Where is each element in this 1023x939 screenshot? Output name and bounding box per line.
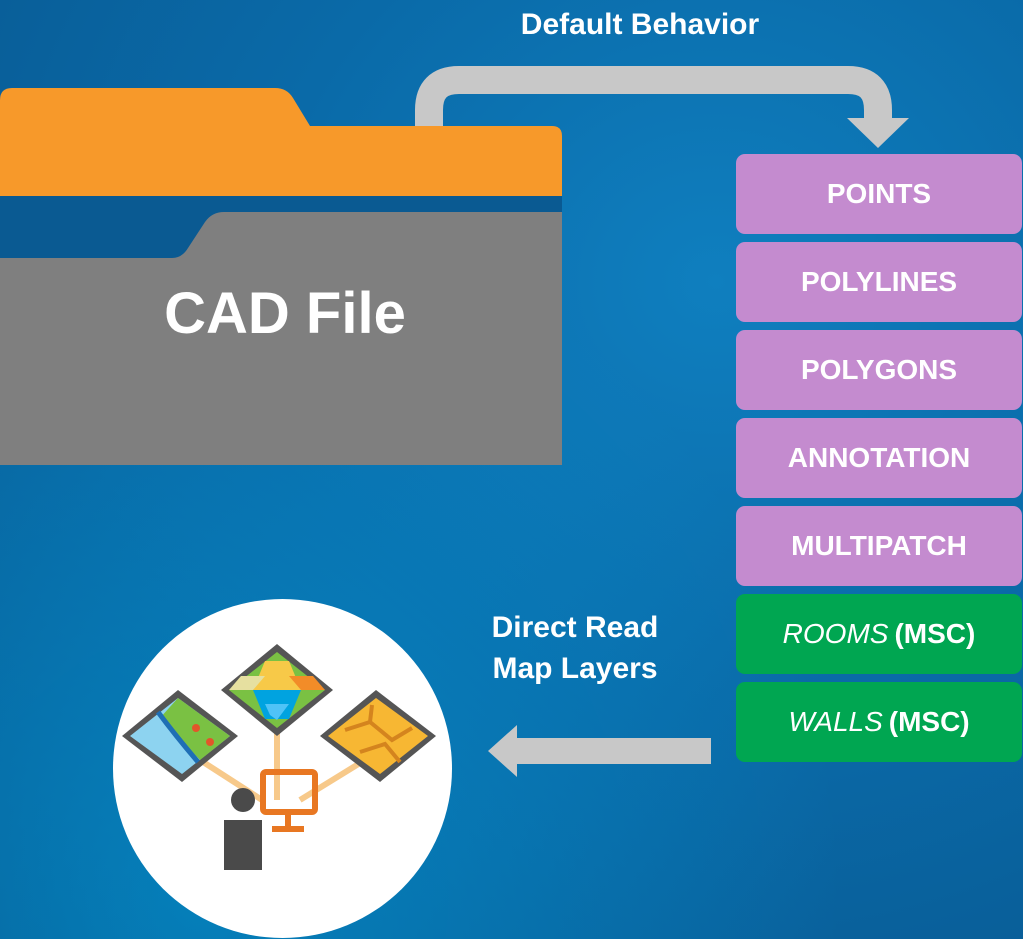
layer-box-polygons: POLYGONS — [736, 330, 1022, 410]
raster-tile-icon — [221, 644, 333, 736]
folder-icon — [0, 88, 562, 465]
direct-read-caption: Direct Read Map Layers — [440, 607, 710, 689]
layer-label: ROOMS — [782, 618, 889, 649]
road-map-tile-icon — [320, 690, 436, 782]
layer-box-points: POINTS — [736, 154, 1022, 234]
default-behavior-title: Default Behavior — [520, 8, 760, 41]
layer-label: POLYGONS — [800, 354, 958, 385]
layer-label: WALLS — [788, 706, 883, 737]
layer-label: ANNOTATION — [787, 442, 971, 473]
layer-label: POINTS — [826, 178, 932, 209]
cad-file-label: CAD File — [164, 281, 406, 346]
layer-box-walls: WALLS(MSC) — [736, 682, 1022, 762]
direct-read-arrow — [488, 725, 711, 777]
layer-suffix: (MSC) — [888, 706, 970, 737]
layer-box-rooms: ROOMS(MSC) — [736, 594, 1022, 674]
water-map-tile-icon — [122, 690, 238, 782]
layer-suffix: (MSC) — [894, 618, 976, 649]
caption-line-2: Map Layers — [492, 652, 658, 685]
caption-line-1: Direct Read — [491, 611, 659, 644]
layer-box-multipatch: MULTIPATCH — [736, 506, 1022, 586]
layer-box-polylines: POLYLINES — [736, 242, 1022, 322]
layer-label: POLYLINES — [800, 266, 958, 297]
user-desktop-icon — [224, 769, 318, 870]
layer-box-annotation: ANNOTATION — [736, 418, 1022, 498]
layer-label: MULTIPATCH — [791, 530, 967, 561]
default-behavior-arrow — [415, 66, 909, 148]
